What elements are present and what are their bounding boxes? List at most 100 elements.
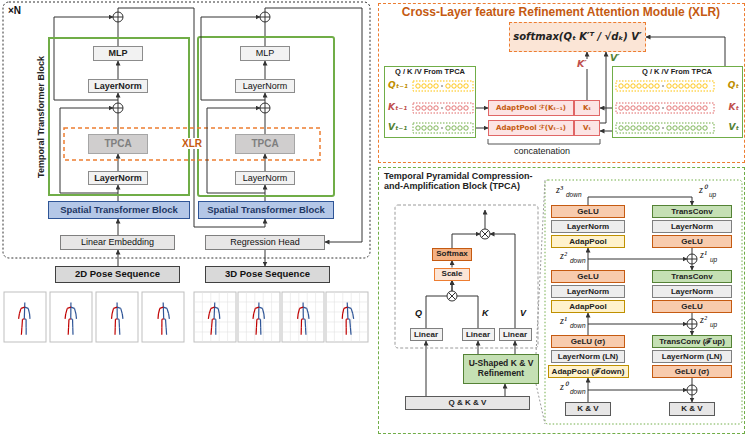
- token-row: [679, 84, 683, 88]
- pose-thumbnail: [334, 292, 335, 342]
- annotation-label: down: [570, 322, 586, 329]
- token-row: [697, 84, 701, 88]
- pose-thumbnail: [359, 292, 360, 342]
- pose-thumbnail: [300, 307, 304, 308]
- node-text: TransConv: [671, 207, 712, 216]
- pose-thumbnail: [161, 327, 162, 335]
- connector: [118, 61, 119, 79]
- pose-thumbnail: [215, 319, 216, 327]
- token-row: [422, 106, 426, 110]
- node-text: Cross-Layer feature Refinement Attention…: [402, 6, 720, 20]
- pose-thumbnail: [116, 302, 117, 307]
- token-row: [643, 126, 647, 130]
- input-box: K & V: [565, 402, 611, 416]
- node-text: 2D Pose Sequence: [75, 269, 160, 280]
- connector: [118, 219, 119, 235]
- pose-thumbnail: [163, 307, 165, 319]
- transconv-box: TransConv: [652, 270, 732, 283]
- operator-symbol: [687, 319, 697, 329]
- pose-thumbnail: [111, 314, 113, 319]
- operator-symbol: [113, 12, 123, 22]
- pool-box: AdapPool: [551, 235, 625, 248]
- token-row: [446, 106, 450, 110]
- tpca-box: TPCA: [88, 134, 148, 154]
- pool-box: AdaptPool ℱ(Vₜ₋₁): [488, 120, 574, 136]
- frame: [536, 180, 545, 424]
- token-row: [434, 126, 438, 130]
- pose-thumbnail: [347, 307, 349, 319]
- token-row: [685, 106, 689, 110]
- pose-thumbnail: [75, 314, 77, 319]
- annotation-label: z²: [700, 314, 707, 325]
- residual-line: [490, 234, 515, 328]
- connector: [588, 197, 692, 205]
- pose-thumbnail: [117, 307, 118, 319]
- pose-thumbnail: [210, 327, 212, 335]
- transformer-block: Temporal Transformer BlockMLPLayerNormTP…: [48, 37, 190, 196]
- pose-thumbnail: [282, 302, 324, 303]
- refinement-box: U-Shaped K & V Refinement: [463, 354, 539, 384]
- pose-thumbnail: [119, 327, 121, 335]
- node-text: Scale: [442, 269, 463, 278]
- pose-thumbnail: [347, 302, 348, 307]
- pose-thumbnail: [219, 292, 220, 342]
- annotation-label: Q: [415, 309, 422, 319]
- linear-box: Linear: [499, 328, 532, 341]
- token-row: [649, 126, 653, 130]
- input-box: K & V: [669, 402, 715, 416]
- pose-thumbnail: [21, 307, 25, 308]
- token-row: [697, 126, 701, 130]
- pose-thumbnail: [167, 308, 169, 313]
- node-text: Vₜ₋₁: [388, 122, 407, 132]
- layer-box: LayerNorm: [88, 171, 148, 185]
- node-text: Q / K /V From TPCA: [642, 68, 712, 77]
- norm-box: LayerNorm: [551, 285, 625, 298]
- node-text: softmax(Qₜ K′ᵀ / √dₖ) V′: [513, 31, 641, 43]
- token-row: [458, 106, 462, 110]
- connector: [452, 261, 453, 268]
- pose-thumbnail: [282, 292, 324, 342]
- node-text: LayerNorm: [94, 173, 142, 183]
- pose-thumbnail: [282, 332, 324, 333]
- norm-box: LayerNorm: [652, 220, 732, 233]
- pose-thumbnail: [303, 307, 307, 308]
- node-text: Kₜ: [729, 102, 739, 112]
- token-row: [619, 84, 623, 88]
- pose-thumbnail: [163, 307, 167, 308]
- layer-box: LayerNorm: [235, 171, 295, 185]
- pose-thumbnail: [215, 307, 219, 308]
- pose-thumbnail: [168, 314, 170, 319]
- activation-box: GeLU: [551, 205, 625, 218]
- pose-thumbnail: [344, 307, 348, 308]
- node-text: Temporal Transformer Block: [36, 56, 46, 178]
- pool-box: AdapPool (ℱdown): [548, 365, 629, 378]
- node-text: Linear: [503, 330, 527, 339]
- pose-thumbnail: [122, 314, 124, 319]
- annotation-label: z¹: [560, 315, 567, 326]
- token-row: [662, 107, 664, 109]
- node-text: Vₜ: [583, 124, 591, 132]
- token-row: [631, 84, 635, 88]
- pose-thumbnail: [305, 327, 307, 335]
- token-row: [649, 84, 653, 88]
- activation-box: GeLU (σ): [551, 335, 625, 348]
- linear-box: Linear: [462, 328, 495, 341]
- token-row: [458, 84, 462, 88]
- node-text: GeLU: [681, 237, 702, 246]
- token-row: [697, 106, 701, 110]
- node-text: AdapPool: [569, 237, 606, 246]
- node-text: TransConv (ℱup): [659, 337, 725, 346]
- token-row: [703, 106, 707, 110]
- node-text: K & V: [577, 404, 598, 413]
- pose-thumbnail: [74, 308, 75, 313]
- pose-thumbnail: [112, 308, 113, 313]
- connector: [505, 384, 506, 396]
- pool-box: AdaptPool ℱ(Kₜ₋₁): [488, 100, 574, 116]
- softmax-box: Softmax: [432, 248, 472, 261]
- token-row: [428, 126, 432, 130]
- token-row: [446, 84, 450, 88]
- pose-thumbnail: [351, 292, 352, 342]
- annotation-label: z³: [556, 184, 563, 195]
- token-row: [673, 84, 677, 88]
- pose-thumbnail: [297, 314, 299, 319]
